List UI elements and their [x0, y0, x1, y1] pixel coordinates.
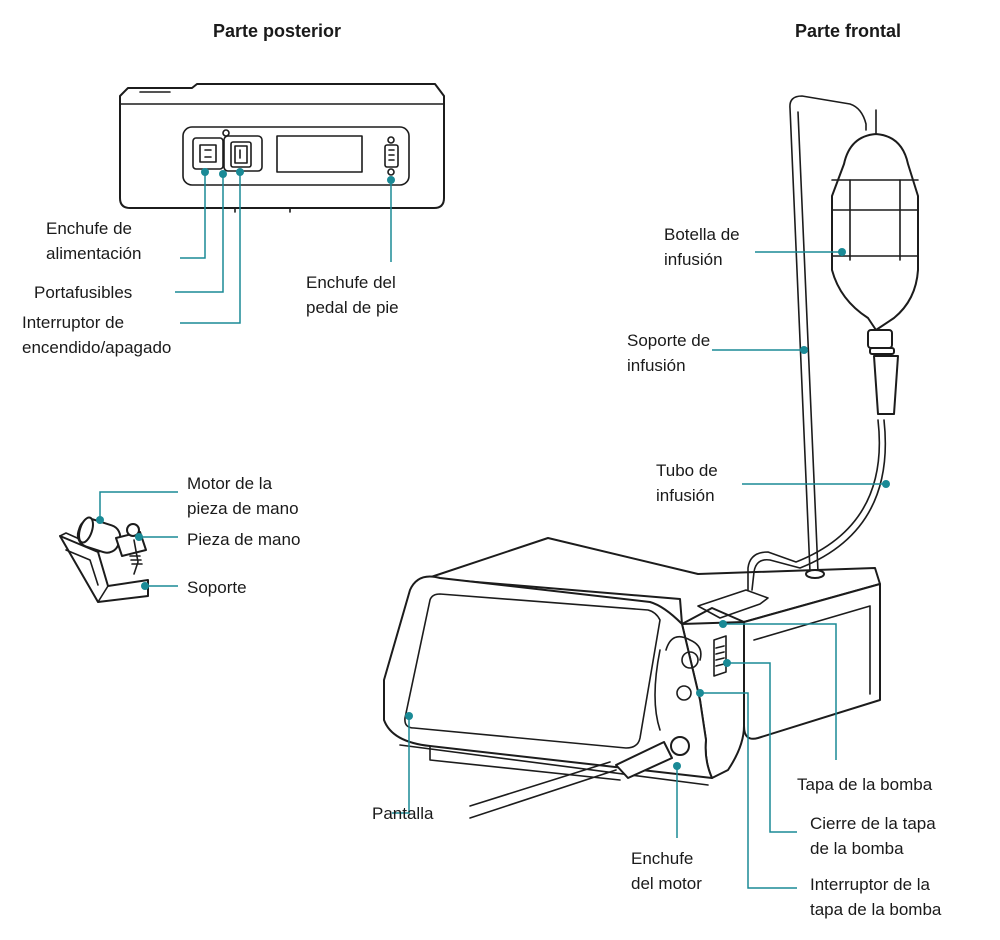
label-pump-cover: Tapa de la bomba	[797, 775, 933, 794]
label-fuse-holder: Portafusibles	[34, 283, 132, 302]
infusion-tube-line	[751, 419, 887, 591]
rear-unit-illustration	[119, 83, 445, 213]
label-pump-cover-switch: Interruptor de la tapa de la bomba	[810, 875, 942, 919]
label-motor-socket: Enchufe del motor	[631, 849, 702, 893]
foot-pedal-socket-icon	[384, 136, 399, 176]
label-handpiece: Pieza de mano	[187, 530, 300, 549]
rear-label-plate	[276, 135, 363, 173]
label-holder: Soporte	[187, 578, 247, 597]
label-foot-pedal-socket: Enchufe del pedal de pie	[306, 273, 401, 317]
power-switch-icon	[230, 141, 252, 168]
power-socket-icon	[192, 137, 224, 170]
handpiece-illustration	[59, 516, 149, 603]
label-infusion-bottle: Botella de infusión	[664, 225, 744, 269]
heading-front: Parte frontal	[795, 21, 901, 41]
heading-rear: Parte posterior	[213, 21, 341, 41]
label-infusion-tube: Tubo de infusión	[656, 461, 722, 505]
label-power-switch: Interruptor de encendido/apagado	[22, 313, 171, 357]
label-power-socket: Enchufe de alimentación	[46, 219, 141, 263]
rear-connector-panel	[182, 126, 410, 186]
front-unit-illustration	[383, 95, 919, 819]
label-display: Pantalla	[372, 804, 434, 823]
callout-leaders	[96, 168, 890, 889]
infusion-stand-pole	[789, 95, 867, 573]
label-handpiece-motor: Motor de la pieza de mano	[187, 474, 299, 518]
label-pump-cover-lock: Cierre de la tapa de la bomba	[810, 814, 940, 858]
display-screen	[404, 593, 661, 749]
label-infusion-stand: Soporte de infusión	[627, 331, 715, 375]
infusion-bottle-icon	[831, 109, 919, 415]
